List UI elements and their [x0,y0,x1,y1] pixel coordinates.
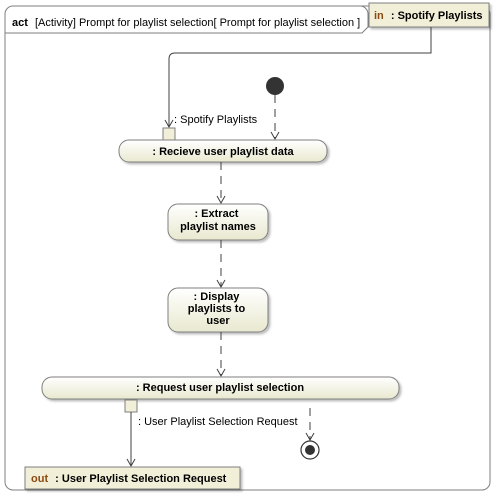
svg-text:: Extract playlist names: : Extract playlist names [180,208,256,233]
frame-title: [Activity] Prompt for playlist selection… [35,17,360,29]
svg-text:in : Spotify Playlists: in : Spotify Playlists [374,10,483,22]
action-extract-label-line-2: playlist names [180,221,256,233]
svg-text:act [Activity] Prompt for: act [Activity] Prompt for playlist selec… [12,17,360,29]
input-object-flow[interactable] [164,27,432,129]
input-pin-label: : Spotify Playlists [174,114,258,126]
action-extract-playlist-names[interactable] [167,203,269,241]
output-parameter-name: : User Playlist Selection Request [55,473,227,485]
action-receive-label: : Recieve user playlist data [152,146,294,158]
action-display-label-line-2: playlists to [188,303,246,315]
activity-frame [4,5,491,491]
output-parameter-node[interactable] [24,466,241,490]
svg-text:out : User Playlist Select: out : User Playlist Selection Request [31,473,227,485]
action-extract-label-line-1: : Extract [194,208,238,220]
action-display-label-line-3: user [206,315,230,327]
svg-text:: Display playlists to: : Display playlists to user [188,291,249,327]
input-pin[interactable] [162,127,176,141]
input-parameter-direction: in [374,10,384,22]
action-request-label: : Request user playlist selection [136,382,304,394]
output-parameter-direction: out [31,473,48,485]
input-parameter-node[interactable] [368,2,490,28]
action-receive-playlist-data[interactable] [118,139,328,163]
input-parameter-name: : Spotify Playlists [391,10,483,22]
action-display-playlists[interactable] [167,287,269,333]
initial-node[interactable] [266,77,284,95]
frame-heading-tab [5,5,369,34]
output-pin-label: : User Playlist Selection Request [138,416,298,428]
action-display-label-line-1: : Display [194,291,241,303]
frame-keyword: act [12,17,28,29]
action-request-playlist-selection[interactable] [41,376,400,400]
activity-final-node[interactable] [300,440,320,460]
output-pin[interactable] [124,399,138,413]
